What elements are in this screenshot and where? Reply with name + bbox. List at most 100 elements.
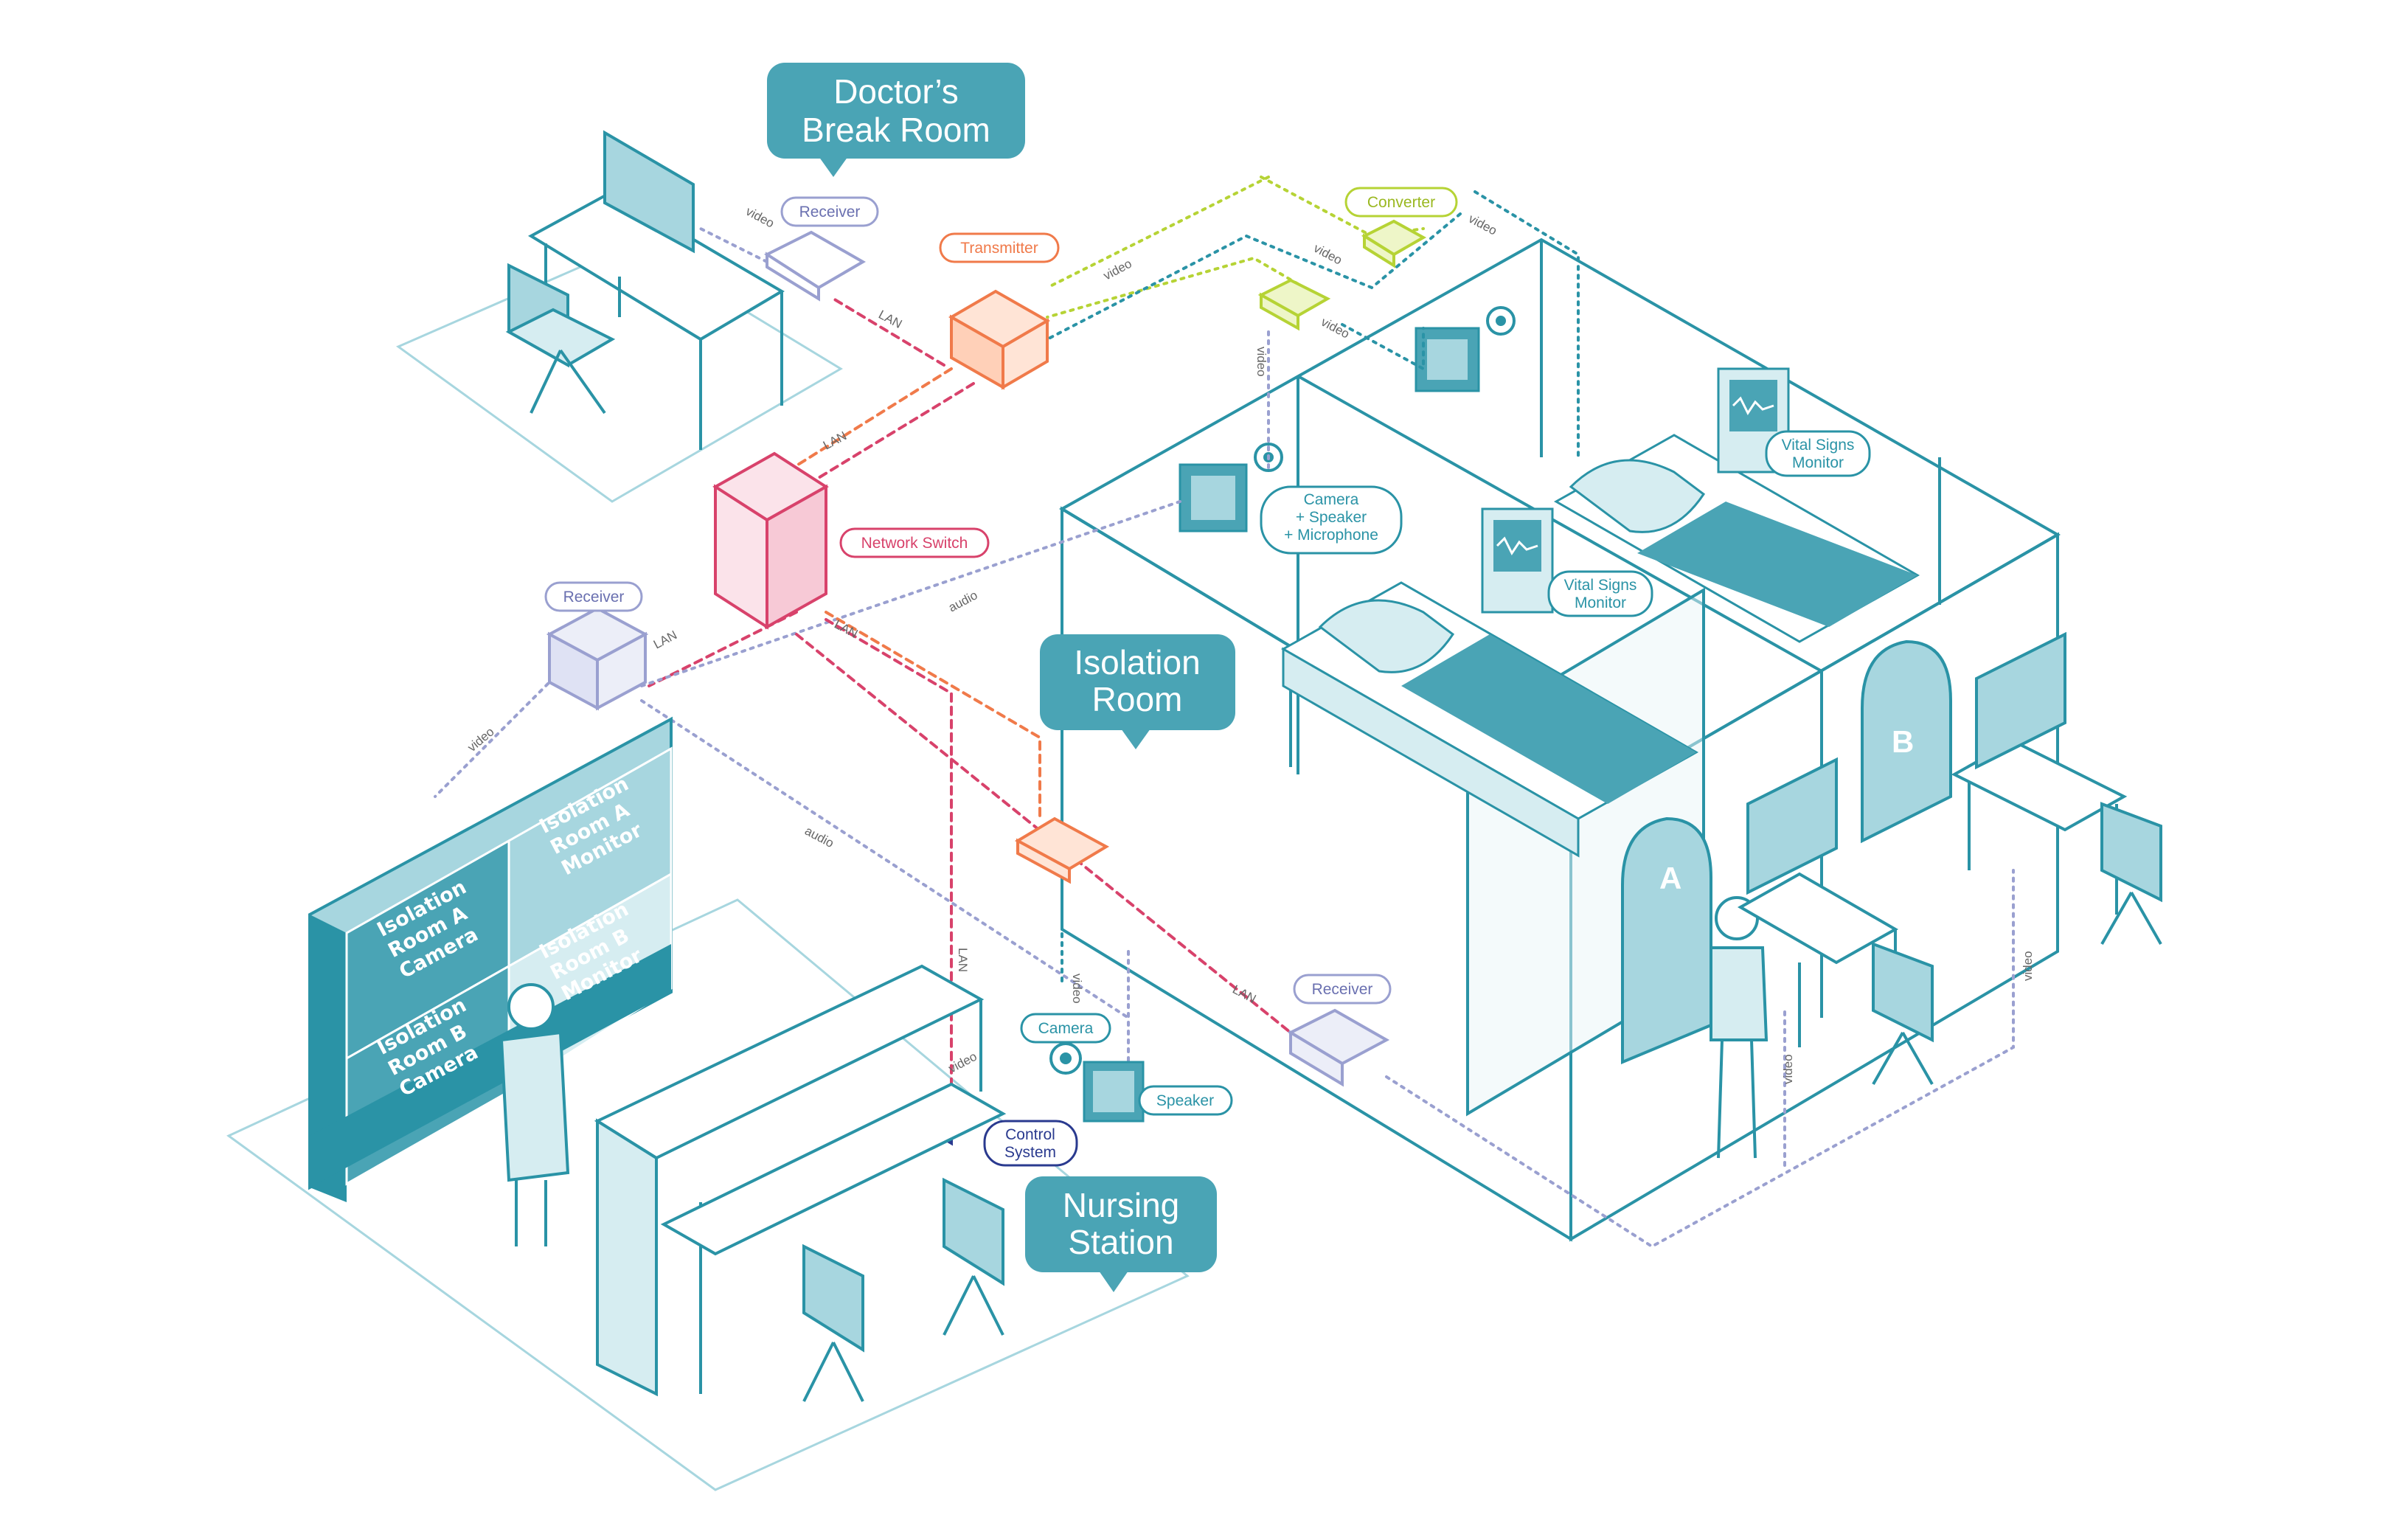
wire-lan-switch-transmitter-2: [802, 382, 975, 488]
wire-label-video-8: video: [1070, 974, 1084, 1004]
wire-lan-transmitter-receiver: [832, 297, 945, 367]
tag-control-line2: System: [1004, 1144, 1056, 1161]
converter-top-device: [1361, 219, 1427, 268]
tag-vital-1-line2: Monitor: [1575, 594, 1626, 611]
wire-audio-receiver-nurse: [640, 699, 1130, 1019]
wire-video-cam-b-converter: [1474, 190, 1580, 459]
nurse-at-wall-figure: [499, 983, 570, 1246]
network-switch-device: [712, 451, 829, 630]
wire-label-video-4: video: [1466, 212, 1499, 238]
wire-lan-switch-control: [825, 618, 953, 1108]
nurse-at-door-figure: [1710, 896, 1769, 1159]
nursing-station-title-2: Station: [1068, 1223, 1173, 1261]
left-receiver-device: [546, 606, 649, 711]
isolation-room-title-2: Room: [1092, 680, 1183, 718]
tag-control-line1: Control: [1005, 1126, 1055, 1143]
tag-vital-2-line2: Monitor: [1792, 454, 1844, 471]
bed-a: [1280, 581, 1699, 858]
wire-label-video-1: video: [743, 204, 777, 231]
tag-receiver-right: Receiver: [1293, 974, 1392, 1005]
right-chair-1: [1872, 942, 1934, 1085]
wire-video-receiver-bottom: [1385, 869, 2015, 1249]
wire-audio-receiver-room: [640, 500, 1181, 687]
tag-transmitter: Transmitter: [939, 232, 1060, 263]
wire-label-video-11: video: [2021, 951, 2035, 981]
tag-receiver-top: Receiver: [780, 196, 879, 227]
tag-vital-2-line1: Vital Signs: [1782, 437, 1855, 454]
break-room-bubble: Doctor’s Break Room: [767, 63, 1025, 177]
center-encoder-device: [1014, 816, 1110, 884]
wire-label-video-3: video: [1311, 241, 1344, 268]
wire-label-audio-2: audio: [802, 824, 836, 850]
nursing-station-desk: [594, 964, 1007, 1397]
tag-camera-speaker-mic: Camera + Speaker + Microphone: [1260, 485, 1403, 555]
tag-converter-label: Converter: [1367, 194, 1435, 211]
wire-label-video-2: video: [1101, 257, 1134, 283]
right-receiver-device: [1287, 1008, 1390, 1087]
break-room-monitor-icon: [603, 130, 695, 254]
wire-video-converter2-transmitter: [1046, 256, 1299, 319]
tag-speaker-label: Speaker: [1156, 1092, 1214, 1109]
wire-label-lan-2: LAN: [821, 429, 849, 452]
break-room-title-1: Doctor’s: [833, 72, 959, 111]
break-room-receiver-device: [763, 230, 866, 302]
wire-label-video-10: video: [1781, 1054, 1795, 1084]
wire-label-video-5: video: [1319, 315, 1352, 341]
tag-network-switch-label: Network Switch: [861, 535, 968, 552]
nursing-chair-1: [802, 1244, 864, 1402]
nursing-station-title-1: Nursing: [1063, 1186, 1180, 1224]
tag-receiver-top-label: Receiver: [799, 204, 861, 221]
tag-camera: Camera: [1020, 1013, 1111, 1044]
room-camera-b-icon: [1486, 306, 1516, 336]
wire-lan-switch-encoder: [825, 611, 1041, 820]
nursing-chair-2: [943, 1177, 1004, 1336]
room-speaker-b-icon: [1415, 327, 1480, 392]
tag-csm-line3: + Microphone: [1284, 527, 1378, 544]
isolation-room-bubble: Isolation Room: [1040, 634, 1235, 749]
room-speaker-a-icon: [1179, 463, 1248, 533]
transmitter-device: [948, 289, 1050, 390]
tag-receiver-right-label: Receiver: [1312, 981, 1373, 998]
tag-network-switch: Network Switch: [839, 527, 990, 558]
wire-label-audio-1: audio: [946, 588, 980, 614]
door-b-label: B: [1892, 724, 1914, 759]
right-workstation-1: [1737, 757, 1899, 1047]
right-workstation-2: [1951, 631, 2128, 915]
nursing-camera-device: [1049, 1042, 1082, 1075]
wire-label-lan-5: LAN: [956, 948, 970, 972]
nursing-speaker-device: [1083, 1061, 1145, 1123]
vital-signs-monitor-1-device: [1481, 507, 1554, 614]
nursing-station-bubble: Nursing Station: [1025, 1176, 1217, 1292]
tag-csm-line2: + Speaker: [1296, 509, 1367, 526]
wire-label-lan-3: LAN: [651, 628, 679, 651]
break-room-title-2: Break Room: [802, 111, 990, 149]
tag-receiver-left: Receiver: [544, 581, 643, 612]
wire-lan-switch-transmitter-1: [773, 367, 953, 481]
tag-vital-signs-2: Vital Signs Monitor: [1765, 430, 1871, 477]
tag-speaker: Speaker: [1138, 1085, 1233, 1116]
tag-csm-line1: Camera: [1304, 491, 1359, 508]
break-room-desk: [527, 190, 785, 450]
tag-transmitter-label: Transmitter: [960, 240, 1038, 257]
wire-video-receiver-to-pc: [699, 227, 768, 263]
door-a[interactable]: A: [1621, 816, 1712, 1064]
wire-label-video-6: video: [1254, 347, 1268, 377]
tag-vital-signs-1: Vital Signs Monitor: [1547, 570, 1653, 617]
wire-video-cam-b-transmitter: [1046, 212, 1462, 341]
wire-video-receiver-wall: [434, 670, 562, 798]
break-room-floor: [395, 242, 843, 503]
bed-b: [1553, 434, 1920, 643]
tag-camera-label: Camera: [1038, 1020, 1094, 1037]
door-b[interactable]: B: [1861, 639, 1952, 844]
isolation-room-title-1: Isolation: [1074, 643, 1200, 681]
right-chair-2: [2100, 802, 2162, 945]
tag-converter: Converter: [1344, 187, 1458, 218]
wire-video-vital-b: [1341, 323, 1425, 372]
break-room-chair: [505, 263, 616, 415]
converter-mid-device: [1257, 278, 1331, 331]
tag-receiver-left-label: Receiver: [563, 589, 625, 606]
wire-video-converter-transmitter: [1046, 176, 1270, 289]
tag-control-system: Control System: [983, 1120, 1078, 1167]
door-a-label: A: [1659, 861, 1681, 895]
